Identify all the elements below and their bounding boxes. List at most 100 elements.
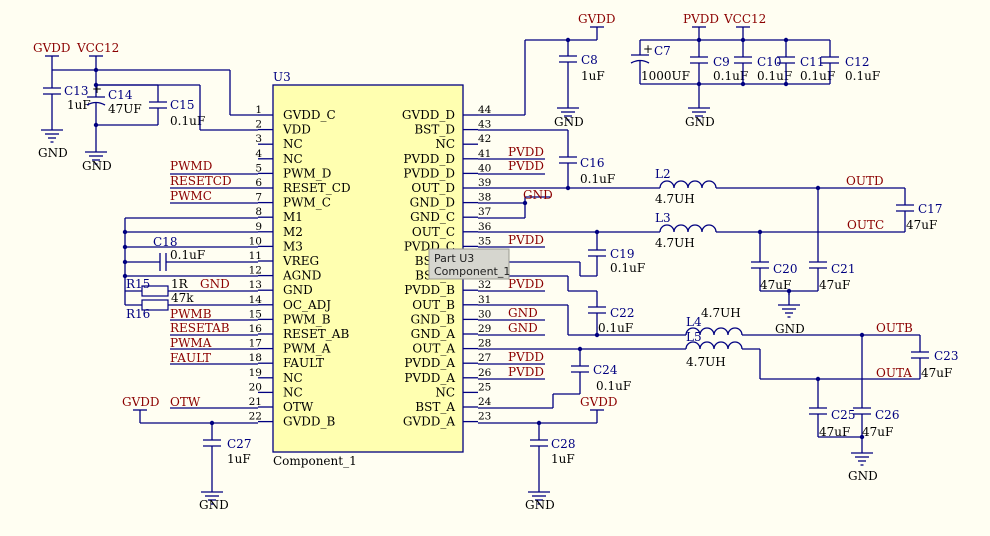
net-outa[interactable]: OUTA [876,366,912,380]
pin-number-15: 15 [249,308,262,320]
net-pvdd-32[interactable]: PVDD [508,277,544,291]
c14-val: 47UF [108,102,142,116]
c19-ref: C19 [610,247,634,261]
c25-c26-gnd-label: GND [848,469,878,483]
l3-ref: L3 [655,211,671,225]
pin-name-15: PWM_B [283,312,331,326]
pin-name-32: PVDD_B [404,283,455,297]
net-gnd-38[interactable]: GND [523,188,553,202]
c10-val: 0.1uF [757,69,792,83]
gvdd-d-port-label: GVDD [578,12,616,26]
net-gnd-29[interactable]: GND [508,321,538,335]
net-pwmc[interactable]: PWMC [170,189,212,203]
c13-gnd-label: GND [38,146,68,160]
pin-number-36: 36 [478,221,492,233]
c24-ref: C24 [593,363,618,377]
net-pwma[interactable]: PWMA [170,336,212,350]
c28-val: 1uF [551,452,575,466]
net-pwmd[interactable]: PWMD [170,159,212,173]
pin-name-24: BST_A [415,400,455,414]
pin-name-9: M2 [283,225,303,239]
pin-number-24: 24 [478,396,492,408]
c25-val: 47uF [819,425,850,439]
net-resetcd[interactable]: RESETCD [170,174,232,188]
l2-val: 4.7UH [655,192,695,206]
net-pvdd-27[interactable]: PVDD [508,350,544,364]
pin-number-37: 37 [478,206,491,218]
pin-number-1: 1 [255,104,262,116]
net-gnd-30[interactable]: GND [508,306,538,320]
pin-name-19: NC [283,371,303,385]
pin-name-38: GND_D [410,196,455,210]
pin-name-6: RESET_CD [283,181,351,195]
net-resetab[interactable]: RESETAB [170,321,230,335]
pin-number-2: 2 [255,119,262,131]
pin-name-5: PWM_D [283,166,331,180]
pin-name-20: NC [283,385,303,399]
pin-name-42: NC [435,137,455,151]
gvdd-port-label: GVDD [33,41,71,55]
net-pvdd-41[interactable]: PVDD [508,145,544,159]
pin-name-39: OUT_D [411,181,455,195]
c22-ref: C22 [610,306,634,320]
c28-gnd-label: GND [525,498,555,512]
c9-ref: C9 [713,55,730,69]
pin-name-8: M1 [283,210,303,224]
pin-number-6: 6 [255,177,262,189]
c27-gnd-label: GND [199,498,229,512]
chip-u3-comment: Component_1 [273,454,357,468]
net-outb[interactable]: OUTB [876,321,913,335]
l5-ref: L5 [686,330,702,344]
r16-ref: R16 [126,307,150,321]
pin-number-18: 18 [249,352,262,364]
pin-number-43: 43 [478,119,491,131]
pin-number-27: 27 [478,352,491,364]
c24-val: 0.1uF [596,379,631,393]
c18-ref: C18 [153,235,177,249]
c12-val: 0.1uF [845,69,880,83]
r15-val: 1R [171,277,189,291]
c22-val: 0.1uF [598,321,633,335]
c27-val: 1uF [227,452,251,466]
l2-ref: L2 [655,167,671,181]
net-outc[interactable]: OUTC [847,218,884,232]
pin-name-22: GVDD_B [283,415,335,429]
left-net-labels: PWMD RESETCD PWMC PWMB RESETAB PWMA FAUL… [170,159,258,409]
c14-ref: C14 [108,88,133,102]
c11-ref: C11 [800,55,824,69]
pin-number-10: 10 [249,235,262,247]
c17-val: 47uF [906,218,937,232]
pin-number-25: 25 [478,381,491,393]
net-outd[interactable]: OUTD [846,174,884,188]
pin-number-13: 13 [249,279,262,291]
pin-number-31: 31 [478,294,491,306]
net-pvdd-35[interactable]: PVDD [508,233,544,247]
net-pvdd-40[interactable]: PVDD [508,159,544,173]
c9-val: 0.1uF [713,69,748,83]
c20-ref: C20 [773,262,797,276]
tooltip-line1: Part U3 [434,252,474,265]
r16-val: 47k [171,291,194,305]
pvdd-port-label: PVDD [683,12,719,26]
pin-number-44: 44 [478,104,492,116]
gvdd-a-port-label: GVDD [580,395,618,409]
c15-ref: C15 [170,98,194,112]
net-gnd-13: GND [200,277,230,291]
c28-ref: C28 [551,437,575,451]
c8-val: 1uF [581,69,605,83]
pin-name-3: NC [283,137,303,151]
net-pvdd-26[interactable]: PVDD [508,365,544,379]
net-otw[interactable]: OTW [170,395,201,409]
net-pwmb[interactable]: PWMB [170,307,212,321]
part-tooltip: Part U3 Component_1 [428,248,510,280]
c20-val: 47uF [760,278,791,292]
c11-val: 0.1uF [800,69,835,83]
c14-gnd-label: GND [82,159,112,173]
net-fault[interactable]: FAULT [170,351,211,365]
pin-number-16: 16 [249,323,263,335]
c8-gnd-label: GND [554,115,584,129]
chip-u3-designator: U3 [273,70,291,84]
c13-val: 1uF [67,98,91,112]
pin-name-10: M3 [283,239,303,253]
